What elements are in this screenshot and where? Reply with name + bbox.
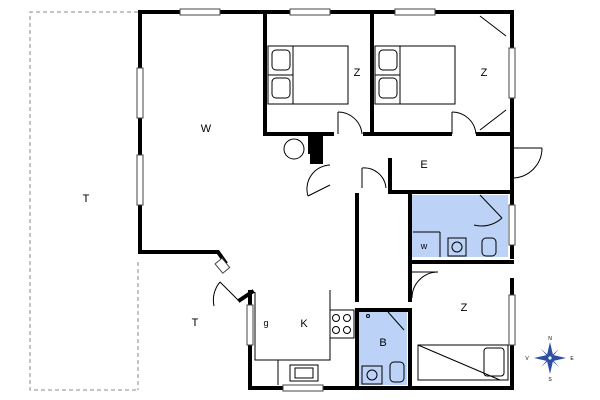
compass-west-label: V xyxy=(525,356,529,362)
room-label-bedroom-north-left: Z xyxy=(354,67,361,79)
room-label-kitchen: K xyxy=(300,318,308,330)
upper-bathroom-fill xyxy=(410,195,508,257)
terrace-outline-west xyxy=(29,11,138,391)
doors xyxy=(212,15,543,331)
lower-bathroom-fixtures xyxy=(361,314,405,385)
room-label-washer: w xyxy=(420,241,428,251)
wood-stove-icon xyxy=(283,138,305,160)
room-label-bedroom-south: Z xyxy=(461,302,468,314)
bed-bedroom-north-left xyxy=(267,45,349,105)
compass-rose-icon: N S E V xyxy=(525,336,574,383)
room-label-entrance: E xyxy=(420,159,427,171)
compass-south-label: S xyxy=(548,377,552,383)
kitchen-counter xyxy=(254,290,355,385)
room-label-bedroom-north-right: Z xyxy=(481,67,488,79)
room-label-terrace-south: T xyxy=(192,317,199,329)
compass-east-label: E xyxy=(570,356,574,362)
upper-bathroom-fixtures xyxy=(413,231,497,257)
room-label-storage: g xyxy=(263,318,268,328)
bed-bedroom-north-right xyxy=(374,45,456,105)
windows xyxy=(136,8,516,392)
compass-north-label: N xyxy=(548,336,552,342)
bed-bedroom-south xyxy=(417,344,509,381)
room-label-terrace-west: T xyxy=(83,193,90,205)
interior-walls xyxy=(263,10,514,390)
room-label-living: W xyxy=(201,123,212,135)
room-label-bathroom: B xyxy=(379,337,386,349)
